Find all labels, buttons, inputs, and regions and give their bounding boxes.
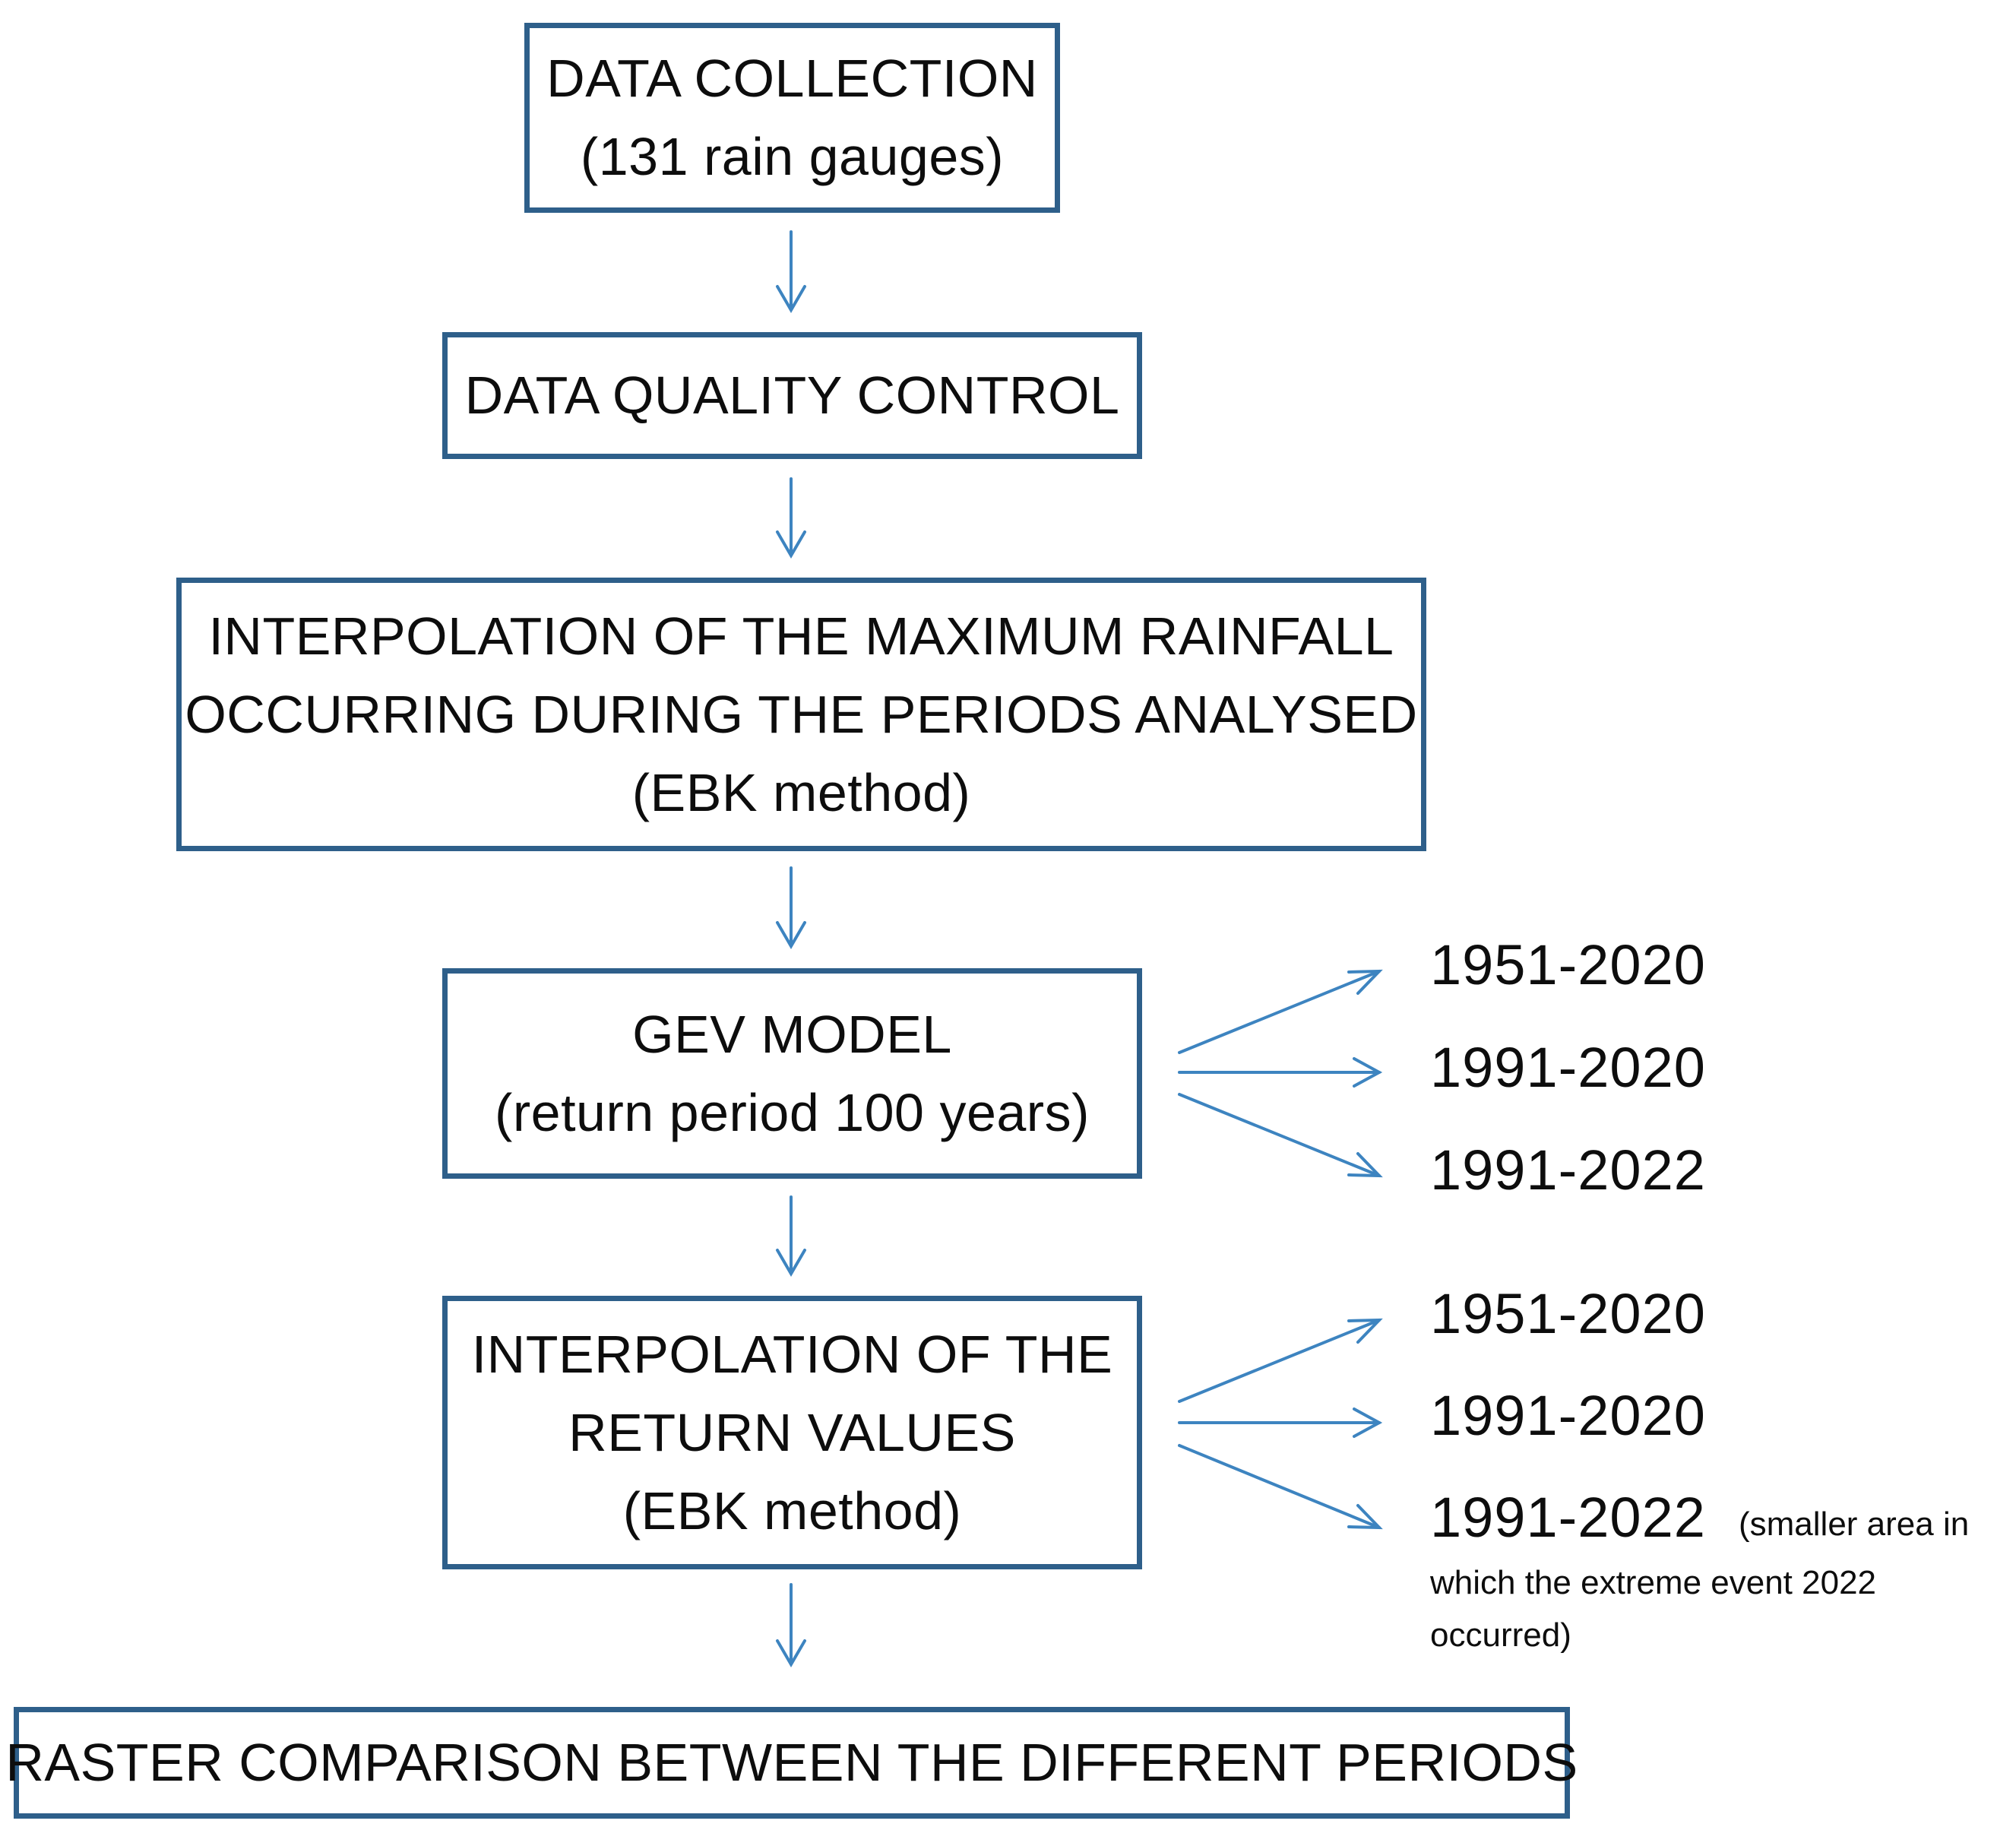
arrow-return-to-period-1	[1178, 1318, 1383, 1403]
step-gev-model: GEV MODEL (return period 100 years)	[442, 968, 1142, 1179]
return-period-3: 1991-2022	[1430, 1486, 1706, 1549]
arrow-gev-to-period-1	[1178, 969, 1383, 1054]
return-period-1: 1951-2020	[1430, 1282, 1706, 1345]
arrow-return-to-period-2	[1178, 1407, 1383, 1438]
step-raster-comparison-line-1: RASTER COMPARISON BETWEEN THE DIFFERENT …	[5, 1733, 1578, 1792]
step-interpolation-return-line-1: INTERPOLATION OF THE	[471, 1324, 1113, 1384]
arrow-gev-to-return	[776, 1195, 806, 1277]
step-interpolation-max-line-3: (EBK method)	[631, 762, 971, 822]
step-gev-model-line-2: (return period 100 years)	[495, 1082, 1090, 1142]
step-interpolation-return-line-3: (EBK method)	[622, 1480, 962, 1540]
return-note-line-3: occurred)	[1430, 1616, 1571, 1654]
arrow-gev-to-period-3	[1178, 1093, 1383, 1178]
arrow-interpolation-to-gev	[776, 866, 806, 949]
step-data-collection-line-1: DATA COLLECTION	[546, 49, 1038, 108]
step-interpolation-return-line-2: RETURN VALUES	[568, 1402, 1016, 1462]
gev-period-3: 1991-2022	[1430, 1138, 1706, 1202]
step-quality-control-line-1: DATA QUALITY CONTROL	[464, 366, 1120, 425]
step-data-collection: DATA COLLECTION (131 rain gauges)	[524, 23, 1060, 213]
step-interpolation-max-line-2: OCCURRING DURING THE PERIODS ANALYSED	[185, 684, 1418, 744]
return-note-line-2: which the extreme event 2022	[1430, 1564, 1877, 1601]
return-note-line-1: (smaller area in	[1739, 1506, 1970, 1543]
step-data-collection-line-2: (131 rain gauges)	[580, 127, 1005, 186]
arrow-return-to-period-3	[1178, 1444, 1383, 1530]
step-gev-model-line-1: GEV MODEL	[632, 1004, 952, 1064]
gev-period-1: 1951-2020	[1430, 933, 1706, 996]
arrow-quality-to-interpolation	[776, 477, 806, 559]
step-raster-comparison: RASTER COMPARISON BETWEEN THE DIFFERENT …	[5, 1707, 1578, 1819]
arrow-collection-to-quality	[776, 230, 806, 313]
gev-period-2: 1991-2020	[1430, 1036, 1706, 1099]
step-interpolation-return-values: INTERPOLATION OF THE RETURN VALUES (EBK …	[442, 1296, 1142, 1569]
step-quality-control: DATA QUALITY CONTROL	[442, 332, 1142, 459]
step-interpolation-max-line-1: INTERPOLATION OF THE MAXIMUM RAINFALL	[208, 606, 1394, 666]
return-period-2: 1991-2020	[1430, 1384, 1706, 1447]
step-interpolation-max-rainfall: INTERPOLATION OF THE MAXIMUM RAINFALL OC…	[176, 578, 1426, 851]
arrow-return-to-raster	[776, 1583, 806, 1667]
arrow-gev-to-period-2	[1178, 1057, 1383, 1088]
